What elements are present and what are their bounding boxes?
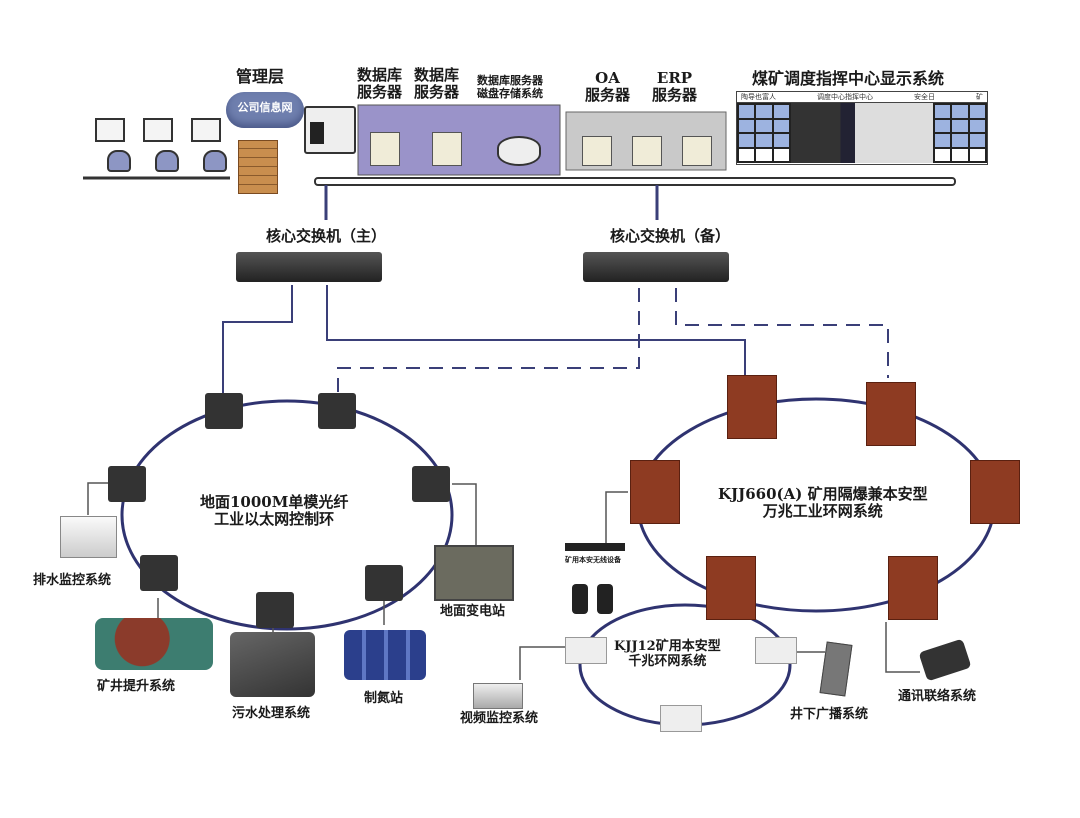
db-server-1-label: 数据库服务器 <box>357 66 403 102</box>
db-server-2-label: 数据库服务器 <box>414 66 460 102</box>
db-server-icon <box>370 132 400 166</box>
core-switch-main-label: 核心交换机（主） <box>266 227 387 245</box>
router-icon <box>304 106 356 154</box>
backbone-bus <box>314 177 956 186</box>
display-wall: 陶导也富人调度中心指挥中心安全日矿 <box>736 91 988 165</box>
intrinsic-switch-icon <box>565 637 607 664</box>
ring-switch-icon <box>318 393 356 429</box>
drainage-monitoring-label: 排水监控系统 <box>33 573 112 588</box>
radio-handset-icon <box>597 584 613 614</box>
ring-switch-icon <box>140 555 178 591</box>
ring-switch-icon <box>205 393 243 429</box>
ground-substation-label: 地面变电站 <box>440 604 506 619</box>
cloud-label: 公司信息网 <box>237 101 293 114</box>
explosion-proof-switch-icon <box>866 382 916 446</box>
explosion-proof-switch-icon <box>888 556 938 620</box>
db-storage-label: 数据库服务器磁盘存储系统 <box>477 74 543 100</box>
display-video-area <box>791 103 933 163</box>
link-main-right <box>326 285 746 378</box>
left-ring <box>120 399 454 631</box>
radio-handset-icon <box>572 584 588 614</box>
drainage-plc-icon <box>60 516 117 558</box>
erp-server-icon <box>632 136 662 166</box>
core-switch-backup-label: 核心交换机（备） <box>610 227 731 245</box>
explosion-proof-switch-icon <box>630 460 680 524</box>
explosion-proof-switch-icon <box>706 556 756 620</box>
ring-switch-icon <box>108 466 146 502</box>
display-system-label: 煤矿调度指挥中心显示系统 <box>752 69 945 88</box>
ring-switch-icon <box>365 565 403 601</box>
management-layer-label: 管理层 <box>236 67 285 86</box>
db-server-icon <box>432 132 462 166</box>
wireless-ap-icon <box>565 543 625 551</box>
communication-system-label: 通讯联络系统 <box>898 689 977 704</box>
app-server-icon <box>682 136 712 166</box>
workstation-icon <box>191 118 227 172</box>
link-backup-left <box>337 288 640 395</box>
link-backup-right <box>675 288 889 378</box>
sewage-pump-icon <box>230 632 315 697</box>
oa-server-icon <box>582 136 612 166</box>
link-main-left <box>222 285 293 395</box>
left-ring-title: 地面1000M单模光纤工业以太网控制环 <box>200 493 349 529</box>
wireless-device-label: 矿用本安无线设备 <box>565 555 621 564</box>
explosion-proof-switch-icon <box>727 375 777 439</box>
substation-cabinet-icon <box>434 545 514 601</box>
ring-switch-icon <box>256 592 294 628</box>
core-switch-backup-icon <box>583 252 729 282</box>
nitrogen-station-label: 制氮站 <box>364 691 404 706</box>
intrinsic-switch-icon <box>755 637 797 664</box>
right-ring-title: KJJ660(A) 矿用隔爆兼本安型万兆工业环网系统 <box>718 485 928 521</box>
ring-switch-icon <box>412 466 450 502</box>
mine-hoist-icon <box>95 618 213 670</box>
sub-ring-title: KJJ12矿用本安型千兆环网系统 <box>614 639 721 669</box>
display-grid-right <box>933 103 987 163</box>
video-surveillance-label: 视频监控系统 <box>460 711 539 726</box>
intrinsic-switch-icon <box>660 705 702 732</box>
surveillance-camera-icon <box>473 683 523 709</box>
explosion-proof-switch-icon <box>970 460 1020 524</box>
display-grid-left <box>737 103 791 163</box>
sewage-treatment-label: 污水处理系统 <box>232 706 311 721</box>
disk-storage-icon <box>497 136 541 166</box>
core-switch-main-icon <box>236 252 382 282</box>
workstation-icon <box>95 118 131 172</box>
firewall-icon <box>238 140 278 194</box>
cloud-icon: 公司信息网 <box>226 92 304 128</box>
workstation-icon <box>143 118 179 172</box>
mine-hoist-label: 矿井提升系统 <box>97 679 176 694</box>
display-banner: 陶导也富人调度中心指挥中心安全日矿 <box>737 92 987 103</box>
nitrogen-station-icon <box>344 630 426 680</box>
underground-broadcast-label: 井下广播系统 <box>790 707 869 722</box>
